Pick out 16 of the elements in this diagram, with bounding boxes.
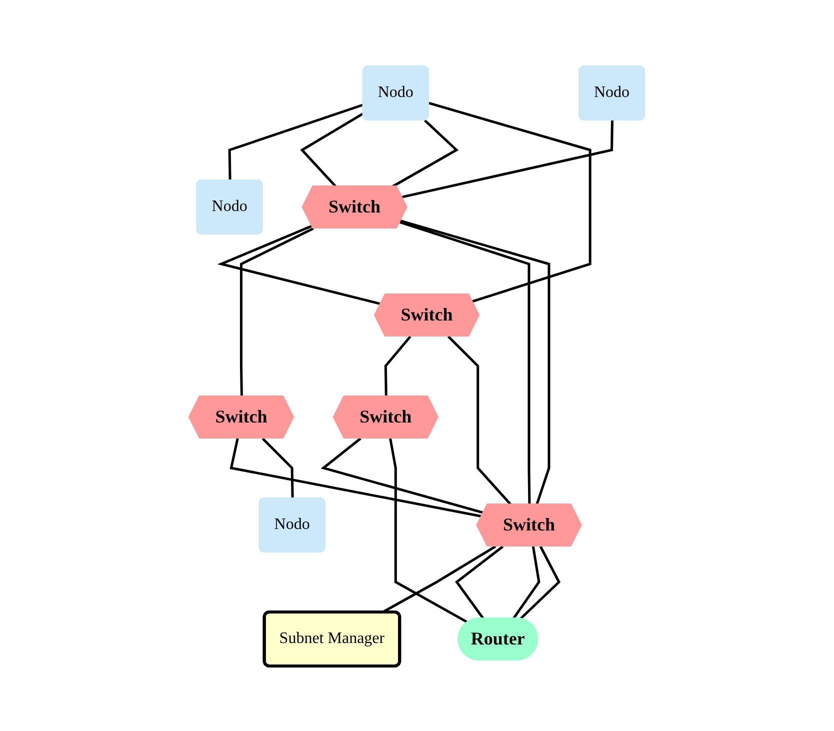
connector [218, 224, 382, 305]
connector [230, 438, 482, 518]
connector [389, 438, 468, 623]
connector [520, 545, 561, 620]
connector [262, 437, 294, 498]
connector [512, 546, 541, 619]
connector [228, 103, 364, 180]
connector [448, 335, 512, 505]
connector [300, 112, 364, 187]
connector [384, 335, 412, 396]
connector [320, 437, 484, 514]
connector [455, 545, 504, 619]
connector [240, 226, 314, 396]
connector [392, 119, 459, 188]
connector [428, 101, 592, 302]
connector [402, 120, 614, 198]
